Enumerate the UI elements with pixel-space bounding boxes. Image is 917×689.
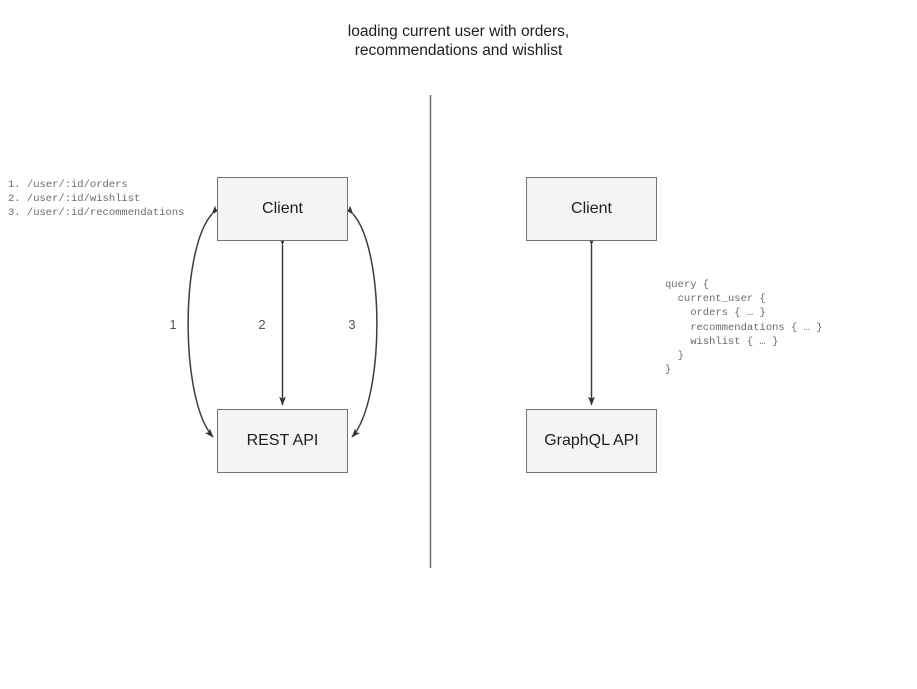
- node-label: Client: [571, 200, 612, 217]
- graphql-query-snippet: query { current_user { orders { … } reco…: [665, 279, 823, 377]
- edge-label-3: 3: [348, 317, 356, 332]
- rest-endpoint-list: 1. /user/:id/orders 2. /user/:id/wishlis…: [8, 179, 185, 220]
- node-label: REST API: [246, 432, 319, 449]
- node-graphql-api[interactable]: GraphQL API: [526, 409, 657, 473]
- edge-label-2: 2: [258, 317, 266, 332]
- node-client-graphql[interactable]: Client: [526, 177, 657, 241]
- node-client-rest[interactable]: Client: [217, 177, 348, 241]
- page-title: loading current user with orders, recomm…: [347, 23, 570, 59]
- arrow-3-client-to-rest: [344, 205, 378, 438]
- arrow-1-client-to-rest: [187, 205, 221, 438]
- node-rest-api[interactable]: REST API: [217, 409, 348, 473]
- node-label: Client: [262, 200, 303, 217]
- node-label: GraphQL API: [544, 432, 639, 449]
- edge-label-1: 1: [169, 317, 177, 332]
